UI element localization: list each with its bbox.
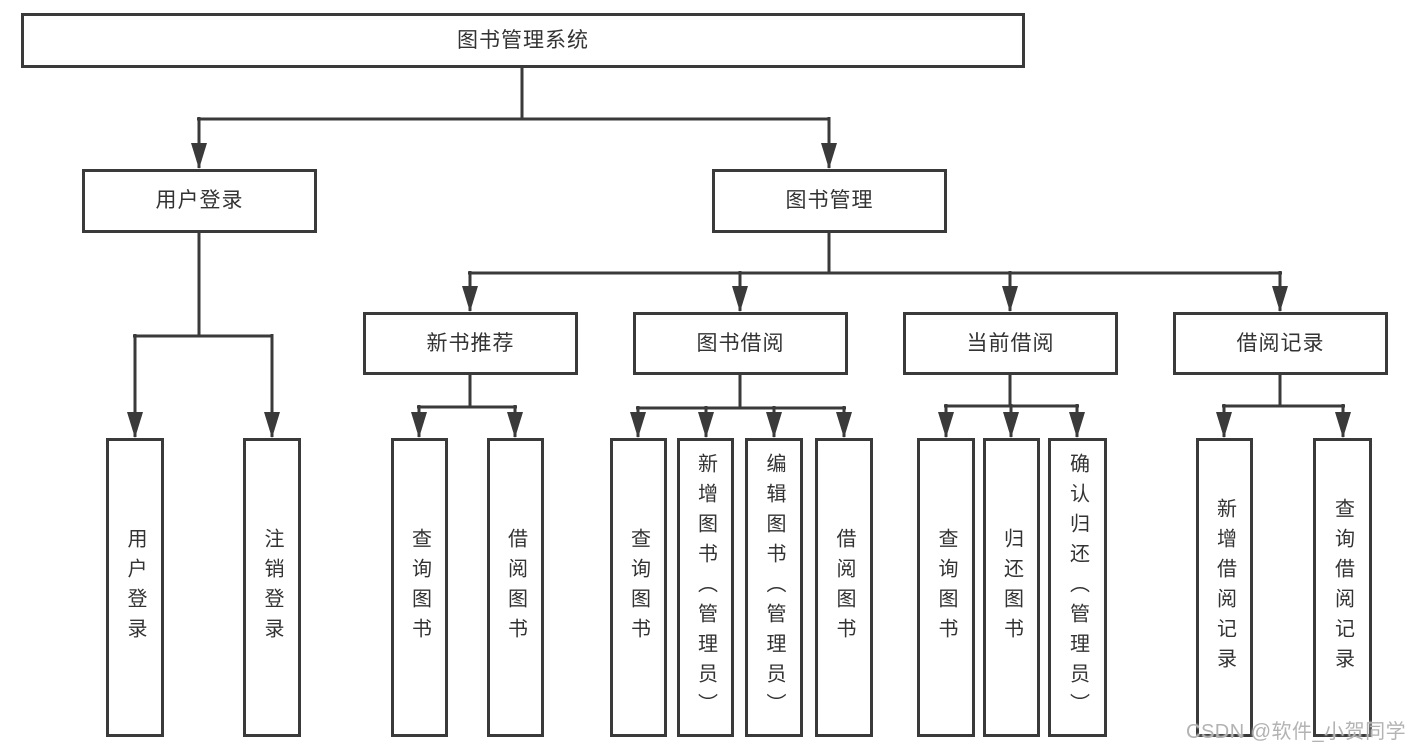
node-user-login: 用户登录 xyxy=(82,169,317,233)
node-leaf-recommend-borrow-books: 借阅图书 xyxy=(487,438,544,737)
node-leaf-user-login: 用户登录 xyxy=(106,438,164,737)
node-leaf-records-query-record: 查询借阅记录 xyxy=(1313,438,1372,737)
node-leaf-records-add-record: 新增借阅记录 xyxy=(1196,438,1253,737)
node-leaf-borrow-borrow-books: 借阅图书 xyxy=(815,438,873,737)
node-leaf-borrow-edit-books-admin: 编辑图书（管理员） xyxy=(745,438,803,737)
connector-current-borrow xyxy=(938,375,1085,438)
watermark: CSDN @软件_小贺同学 xyxy=(1186,721,1405,743)
connector-borrow-records xyxy=(1216,375,1351,438)
connector-new-book-recommend xyxy=(411,375,523,438)
node-leaf-recommend-query-books: 查询图书 xyxy=(391,438,448,737)
connector-book-management xyxy=(462,233,1288,312)
node-current-borrow: 当前借阅 xyxy=(903,312,1118,375)
connector-user-login xyxy=(127,233,280,438)
node-leaf-current-confirm-return-admin: 确认归还（管理员） xyxy=(1048,438,1107,737)
node-leaf-current-query-books: 查询图书 xyxy=(917,438,975,737)
connector-root xyxy=(191,68,837,169)
connector-book-borrow xyxy=(630,375,852,438)
node-root: 图书管理系统 xyxy=(21,13,1025,68)
node-book-borrow: 图书借阅 xyxy=(633,312,848,375)
node-borrow-records: 借阅记录 xyxy=(1173,312,1388,375)
node-leaf-borrow-add-books-admin: 新增图书（管理员） xyxy=(677,438,734,737)
node-leaf-current-return-books: 归还图书 xyxy=(983,438,1040,737)
node-book-management: 图书管理 xyxy=(712,169,947,233)
node-new-book-recommend: 新书推荐 xyxy=(363,312,578,375)
node-leaf-logout: 注销登录 xyxy=(243,438,301,737)
node-leaf-borrow-query-books: 查询图书 xyxy=(610,438,667,737)
